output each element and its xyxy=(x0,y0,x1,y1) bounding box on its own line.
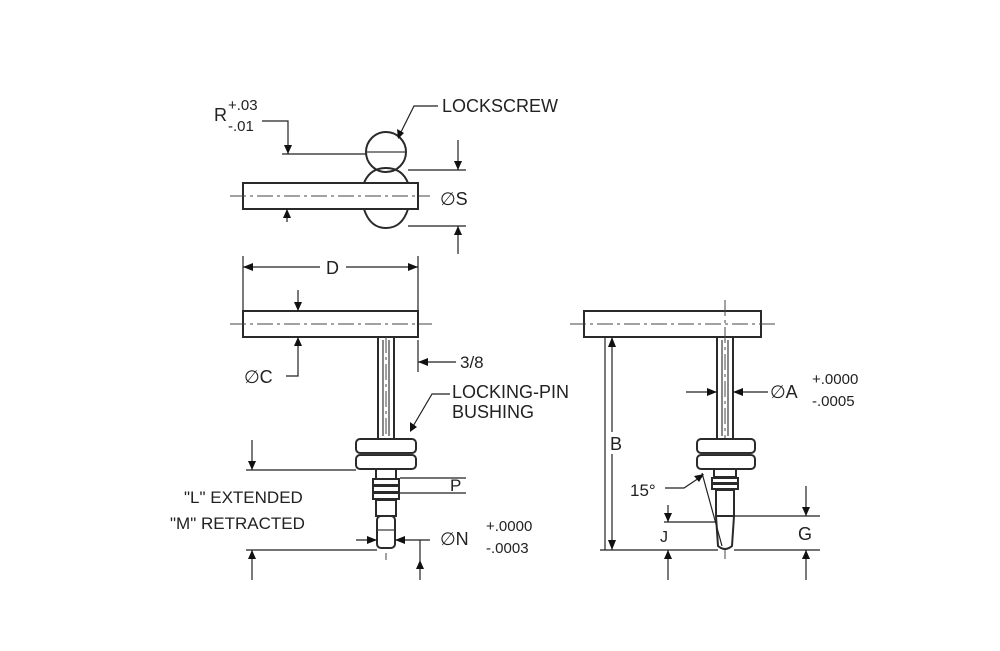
m-retracted-label: "M" RETRACTED xyxy=(170,514,305,533)
three-eighths-label: 3/8 xyxy=(460,353,484,372)
diameter-a-tol-plus: +.0000 xyxy=(812,371,858,388)
dimension-g-label: G xyxy=(798,524,812,544)
angle-label: 15° xyxy=(630,481,656,500)
l-extended-label: "L" EXTENDED xyxy=(184,488,303,507)
dimension-p-label: P xyxy=(450,476,461,495)
diameter-n-tol-plus: +.0000 xyxy=(486,518,532,535)
bushing-upper xyxy=(355,438,417,454)
diameter-n-label: ∅N xyxy=(440,529,469,549)
top-view: R +.03 -.01 LOCKSCREW ∅S xyxy=(214,96,558,254)
dimension-d-label: D xyxy=(326,258,339,278)
radius-leader xyxy=(262,120,289,154)
dimension-b-label: B xyxy=(610,434,622,454)
diameter-a-tol-minus: -.0005 xyxy=(812,393,855,410)
lockscrew-leader xyxy=(399,105,438,135)
pin-tip xyxy=(376,515,396,549)
radius-tol-plus: +.03 xyxy=(228,97,258,114)
lockscrew-label: LOCKSCREW xyxy=(442,96,558,116)
locking-pin-label-1: LOCKING-PIN xyxy=(452,382,569,402)
bushing-lower xyxy=(355,454,417,470)
diameter-a-label: ∅A xyxy=(770,382,798,402)
diameter-s-label: ∅S xyxy=(440,189,468,209)
diameter-c-label: ∅C xyxy=(244,367,273,387)
side-bushing-upper xyxy=(696,438,756,454)
radius-label: R xyxy=(214,105,227,125)
diameter-n-tol-minus: -.0003 xyxy=(486,540,529,557)
front-view: D ∅C 3/8 LOCKING-PIN BUSHING xyxy=(170,256,569,580)
handle-bar-front xyxy=(242,310,419,338)
side-bushing-lower xyxy=(696,454,756,470)
locking-pin-label-2: BUSHING xyxy=(452,402,534,422)
side-view: ∅A +.0000 -.0005 B 15° J xyxy=(570,300,858,580)
lockscrew-body xyxy=(363,167,409,184)
dimension-j-label: J xyxy=(660,529,668,546)
radius-tol-minus: -.01 xyxy=(228,118,254,135)
